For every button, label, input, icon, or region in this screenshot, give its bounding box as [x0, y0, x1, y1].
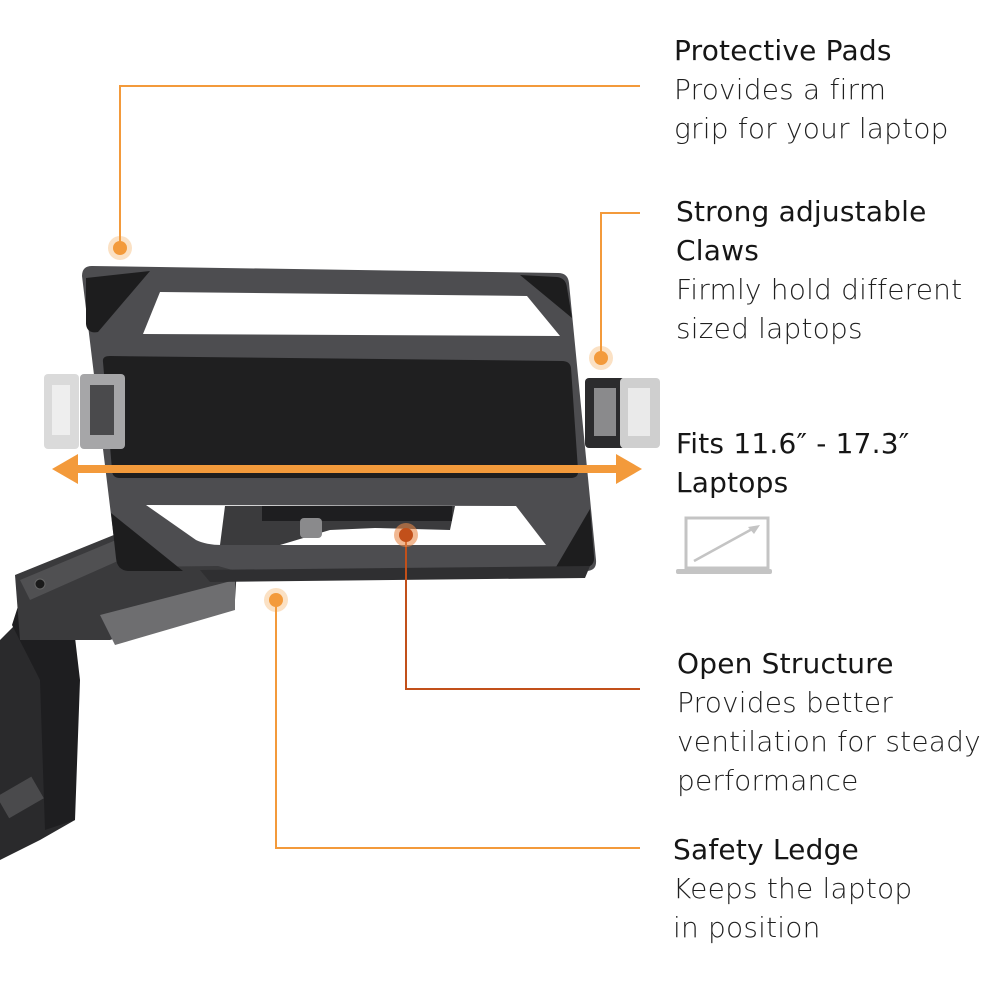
feature-desc-line: ventilation for steady	[677, 725, 981, 758]
feature-title: Open Structure	[677, 647, 894, 680]
feature-title: Protective Pads	[674, 34, 892, 67]
feature-desc-line: sized laptops	[676, 312, 863, 345]
feature-title: Fits 11.6″ - 17.3″	[676, 427, 910, 460]
feature-open-structure: Open Structure Provides better ventilati…	[677, 644, 981, 800]
feature-desc-line: Firmly hold different	[676, 273, 963, 306]
claw-right	[585, 378, 660, 448]
laptop-tray	[82, 266, 597, 582]
feature-desc-line: Provides a firm	[674, 73, 887, 106]
feature-title: Strong adjustable	[676, 195, 927, 228]
laptop-diagonal-arrow-icon	[676, 516, 772, 574]
claw-left	[44, 374, 125, 449]
feature-title: Safety Ledge	[673, 833, 859, 866]
width-arrow-icon	[52, 454, 642, 484]
feature-laptop-size: Fits 11.6″ - 17.3″ Laptops	[676, 424, 909, 502]
callout-dots	[108, 236, 613, 612]
feature-protective-pads: Protective Pads Provides a firm grip for…	[674, 31, 949, 148]
feature-desc-line: in position	[673, 911, 821, 944]
feature-desc-line: grip for your laptop	[674, 112, 949, 145]
feature-title: Claws	[676, 234, 759, 267]
feature-adjustable-claws: Strong adjustable Claws Firmly hold diff…	[676, 192, 962, 348]
feature-desc-line: performance	[677, 764, 859, 797]
feature-desc-line: Provides better	[677, 686, 893, 719]
feature-safety-ledge: Safety Ledge Keeps the laptop in positio…	[673, 830, 912, 947]
callout-lines	[119, 85, 640, 849]
feature-desc-line: Keeps the laptop	[673, 872, 913, 905]
feature-title: Laptops	[676, 466, 789, 499]
